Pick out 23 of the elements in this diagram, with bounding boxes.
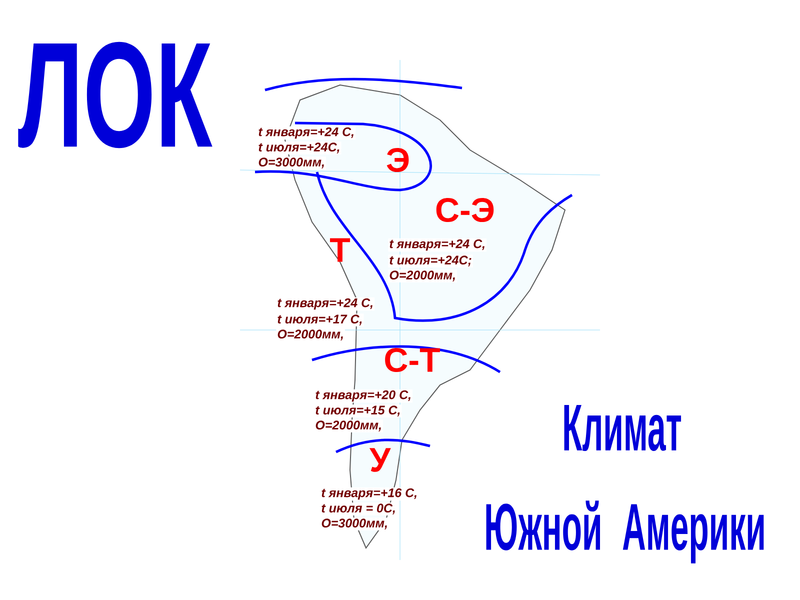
title-text: Южной Америки [486,500,764,564]
climate-data-text: t июля=+15 С, [314,404,402,418]
title-text: Климат [564,404,682,452]
climate-data-text: t января=+24 С, [276,297,375,311]
climate-data-text: О=3000мм, [257,156,326,170]
climate-data-text: t января=+24 С, [257,126,356,140]
zone-letter: У [369,448,391,472]
climate-data-text: t января=+24 С, [388,238,487,252]
climate-data-text: t января=+20 С, [314,389,413,403]
title-text: ЛОК [18,42,212,148]
zone-letter: Э [386,148,409,172]
zone-letter: С-Э [436,198,494,222]
climate-data-text: О=2000мм, [314,420,383,432]
climate-data-text: t июля=+24С; [388,254,473,268]
climate-data-text: О=3000мм, [320,518,389,530]
zone-letter: Т [330,238,350,262]
climate-data-text: t января=+16 С, [320,487,419,501]
climate-data-text: О=2000мм, [388,270,457,282]
climate-data-text: t июля=+24С, [257,142,342,154]
climate-data-text: t июля=+17 С, [276,314,364,326]
climate-data-text: О=2000мм, [276,328,345,342]
zone-letter: С-Т [385,348,440,372]
climate-data-text: t июля = 0С, [320,502,397,516]
